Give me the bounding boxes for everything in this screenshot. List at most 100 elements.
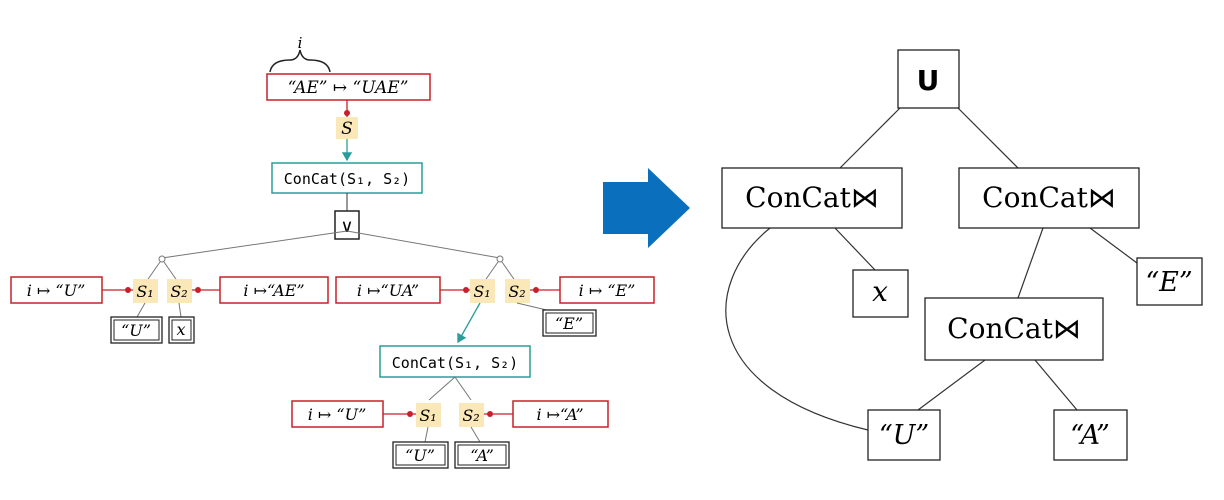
rb-var-s2-highlight xyxy=(505,279,530,303)
left-branch-node xyxy=(158,255,166,263)
inner-spec-s1-dot xyxy=(407,411,413,417)
right-diagram: U ConCat⋈ ConCat⋈ x “E” ConCat⋈ “U” “A” xyxy=(721,49,1203,461)
lb-leaf-s2-outer xyxy=(168,316,195,344)
edge-concat-left-x xyxy=(834,227,876,271)
leaf-A: “A” xyxy=(1070,420,1110,451)
inner-leaf-s1-inner xyxy=(395,444,446,466)
edge-concat-right-E xyxy=(1089,227,1138,264)
lb-leaf-s1-outer xyxy=(110,316,163,344)
inner-leaf-s2-outer xyxy=(454,441,510,469)
rb-var-s1: S₁ xyxy=(473,282,490,301)
rb-edge-s2 xyxy=(501,261,517,283)
inner-leaf-s1-outer xyxy=(392,441,449,469)
rb-spec-s2-dot xyxy=(533,287,539,293)
concat-inner: ConCat(S₁, S₂) xyxy=(392,354,518,372)
rb-edge-s1 xyxy=(483,261,499,283)
concat-right: ConCat⋈ xyxy=(982,181,1116,214)
rb-spec-s2-box xyxy=(559,276,655,304)
root-node: U xyxy=(917,64,940,97)
lb-var-s2-highlight xyxy=(167,279,192,303)
inner-edge-s2 xyxy=(454,376,472,401)
inner-leaf-s2: “A” xyxy=(470,446,494,465)
left-diagram: i “AE” ↦ “UAE” S ConCat(S₁, S₂) ∨ i ↦ “U… xyxy=(10,34,655,469)
edge-concat-right-mid xyxy=(1017,227,1044,299)
root-spec-dot xyxy=(344,110,350,116)
inner-spec-s1-box xyxy=(291,400,384,428)
root-var-highlight xyxy=(336,117,358,139)
lb-spec-s2-dot xyxy=(195,287,201,293)
lb-edge-s2 xyxy=(163,261,179,283)
rb-spec-s1-dot xyxy=(463,287,469,293)
lb-leaf-s1-inner xyxy=(113,319,160,341)
edge-concat-left-U xyxy=(725,227,869,431)
rb-leaf-s2: “E” xyxy=(555,314,583,333)
lb-var-s2: S₂ xyxy=(170,282,187,301)
lb-var-s1-highlight xyxy=(133,279,158,303)
or-symbol: ∨ xyxy=(340,216,353,237)
root-var: S xyxy=(341,119,353,139)
inner-var-s2-highlight xyxy=(459,403,484,427)
concat-left-box xyxy=(721,167,903,229)
concat-inner-box xyxy=(379,345,531,378)
concat-mid-box xyxy=(924,297,1104,361)
edge-mid-A xyxy=(1034,359,1078,411)
rb-spec-s1: i ↦“UA” xyxy=(357,281,419,300)
lb-spec-s1: i ↦ “U” xyxy=(27,281,86,300)
inner-leaf-s1: “U” xyxy=(405,446,435,465)
lb-leaf-s1-edge xyxy=(136,302,146,318)
lb-edge-s1 xyxy=(145,261,161,283)
edge-root-concat-left xyxy=(837,107,901,171)
rb-spec-s2: i ↦ “E” xyxy=(579,281,636,300)
rb-leaf-s2-inner xyxy=(545,312,594,334)
inner-leaf-s2-edge xyxy=(470,426,481,443)
leaf-E-box xyxy=(1136,257,1203,306)
root-node-box xyxy=(897,49,960,109)
lb-leaf-s1: “U” xyxy=(121,321,151,340)
rb-s1-to-concat-edge xyxy=(457,302,481,344)
rb-leaf-s2-outer xyxy=(542,309,597,337)
right-branch-node xyxy=(496,255,504,263)
leaf-U-box xyxy=(867,409,941,461)
lb-leaf-s2: x xyxy=(176,320,185,339)
lb-var-s1: S₁ xyxy=(136,282,153,301)
rb-spec-s1-box xyxy=(335,276,441,304)
edge-mid-U xyxy=(917,359,986,411)
concat-left: ConCat⋈ xyxy=(745,181,879,214)
inner-edge-s1 xyxy=(428,376,456,401)
brace-label: i xyxy=(298,34,303,52)
lb-spec-s2-box xyxy=(219,276,329,304)
inner-leaf-s1-edge xyxy=(424,426,429,443)
transform-arrow-icon xyxy=(603,168,690,248)
leaf-x: x xyxy=(872,275,888,308)
inner-spec-s1: i ↦ “U” xyxy=(308,405,367,424)
lb-leaf-s2-inner xyxy=(171,319,192,341)
edge-root-concat-right xyxy=(957,107,1021,171)
inner-leaf-s2-inner xyxy=(457,444,507,466)
concat-mid: ConCat⋈ xyxy=(947,312,1081,345)
inner-spec-s2-box xyxy=(512,400,609,428)
concat-top: ConCat(S₁, S₂) xyxy=(284,170,410,188)
rb-var-s1-highlight xyxy=(470,279,495,303)
inner-spec-s2: i ↦“A” xyxy=(536,405,583,424)
root-spec-box xyxy=(266,73,431,101)
leaf-E: “E” xyxy=(1145,267,1192,298)
lb-spec-s2: i ↦“AE” xyxy=(243,281,304,300)
or-box xyxy=(334,210,360,240)
leaf-A-box xyxy=(1053,409,1128,461)
brace xyxy=(269,49,331,73)
concat-right-box xyxy=(958,167,1140,229)
inner-var-s1: S₁ xyxy=(419,406,436,425)
inner-spec-s2-dot xyxy=(487,411,493,417)
or-right-edge xyxy=(346,230,501,259)
lb-spec-s1-dot xyxy=(125,287,131,293)
root-spec: “AE” ↦ “UAE” xyxy=(288,78,409,98)
rb-var-s2: S₂ xyxy=(508,282,525,301)
leaf-U: “U” xyxy=(879,420,929,451)
inner-var-s2: S₂ xyxy=(462,406,479,425)
leaf-x-box xyxy=(852,269,909,318)
or-left-edge xyxy=(161,230,348,259)
inner-var-s1-highlight xyxy=(416,403,441,427)
lb-leaf-s2-edge xyxy=(178,302,182,318)
